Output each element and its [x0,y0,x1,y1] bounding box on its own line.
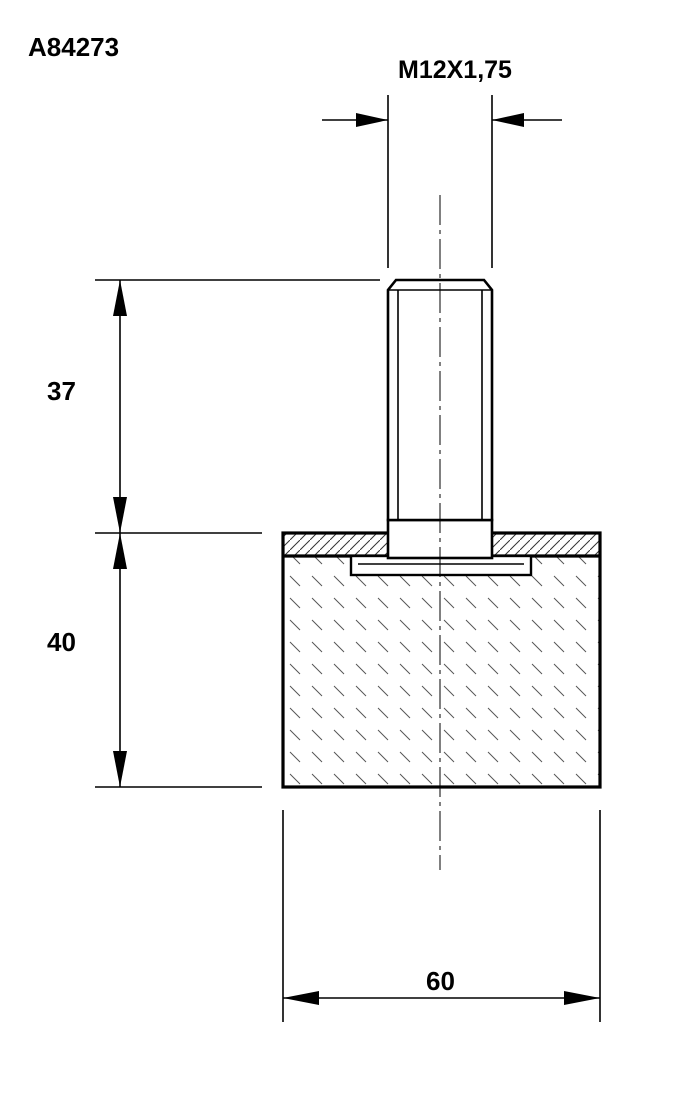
rubber-body [281,531,602,789]
arrow-left-icon [492,113,524,127]
arrow-up-icon [113,533,127,569]
body-height-label: 40 [47,627,76,657]
arrow-up-icon [113,280,127,316]
thread-dimension: M12X1,75 [322,56,562,268]
arrow-right-icon [564,991,600,1005]
arrow-down-icon [113,497,127,533]
thread-label: M12X1,75 [398,56,512,84]
width-dimension: 60 [282,810,601,1022]
arrow-right-icon [356,113,388,127]
arrow-down-icon [113,751,127,787]
height-dimensions: 37 40 [47,279,380,788]
stud-height-label: 37 [47,376,76,406]
arrow-left-icon [283,991,319,1005]
body-width-label: 60 [426,966,455,996]
part-number: A84273 [28,32,119,62]
